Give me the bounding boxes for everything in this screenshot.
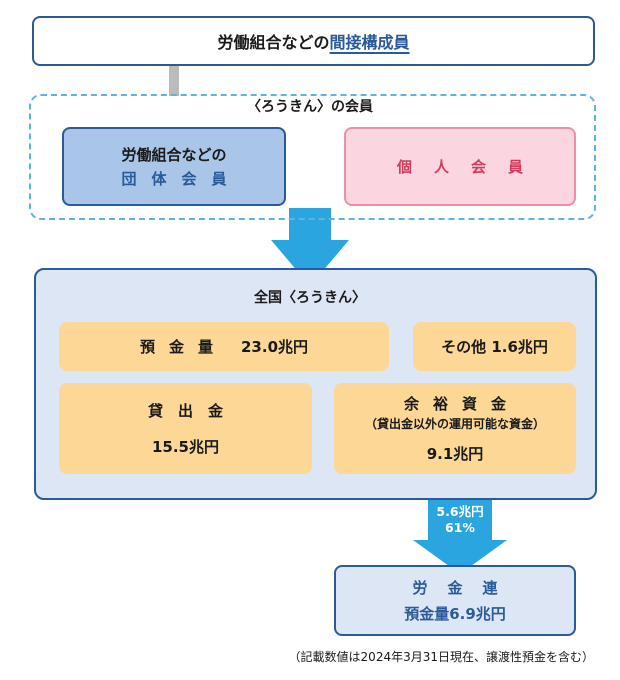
other-label: その他: [441, 338, 487, 356]
surplus-funds-note: （貸出金以外の運用可能な資金）: [364, 416, 545, 431]
loans-box: 貸出金 15.5兆円: [59, 383, 312, 474]
group-member-line1: 労働組合などの: [121, 145, 227, 164]
other-value: 1.6兆円: [491, 338, 548, 356]
flow-amount-label: 5.6兆円: [436, 503, 484, 519]
loans-label: 貸出金: [147, 401, 238, 420]
footnote: （記載数値は2024年3月31日現在、譲渡性預金を含む）: [288, 650, 594, 664]
rokin-federation-value: 預金量6.9兆円: [404, 604, 506, 623]
deposit-volume-value: 23.0兆円: [241, 338, 309, 356]
deposit-volume-box: 預金量 23.0兆円: [59, 322, 389, 371]
surplus-funds-value: 9.1兆円: [426, 444, 484, 463]
surplus-funds-label: 余裕資金: [403, 394, 520, 413]
indirect-member-emphasis: 間接構成員: [329, 33, 410, 52]
flow-percent-label: 61%: [445, 519, 475, 535]
connector-line: [169, 66, 179, 96]
other-box: その他 1.6兆円: [413, 322, 576, 371]
deposit-volume-label: 預金量: [139, 338, 227, 356]
indirect-member-box: 労働組合などの間接構成員: [32, 16, 595, 66]
individual-member-label: 個人会員: [396, 158, 545, 176]
down-arrow-to-rokin: [413, 500, 507, 574]
members-section-frame: [29, 94, 596, 220]
rokin-federation-box: 労金連 預金量6.9兆円: [334, 565, 576, 636]
surplus-funds-box: 余裕資金 （貸出金以外の運用可能な資金） 9.1兆円: [334, 383, 576, 474]
individual-member-box: 個人会員: [344, 127, 576, 206]
indirect-member-text: 労働組合などの: [217, 33, 330, 52]
down-arrow-to-national: [271, 208, 349, 286]
national-rokin-title: 全国〈ろうきん〉: [254, 290, 366, 306]
loans-value: 15.5兆円: [151, 437, 219, 456]
group-member-box: 労働組合などの 団体会員: [62, 127, 286, 206]
group-member-line2: 団体会員: [121, 169, 242, 188]
members-section-title: 〈ろうきん〉の会員: [247, 99, 373, 115]
rokin-federation-label: 労金連: [412, 578, 518, 597]
